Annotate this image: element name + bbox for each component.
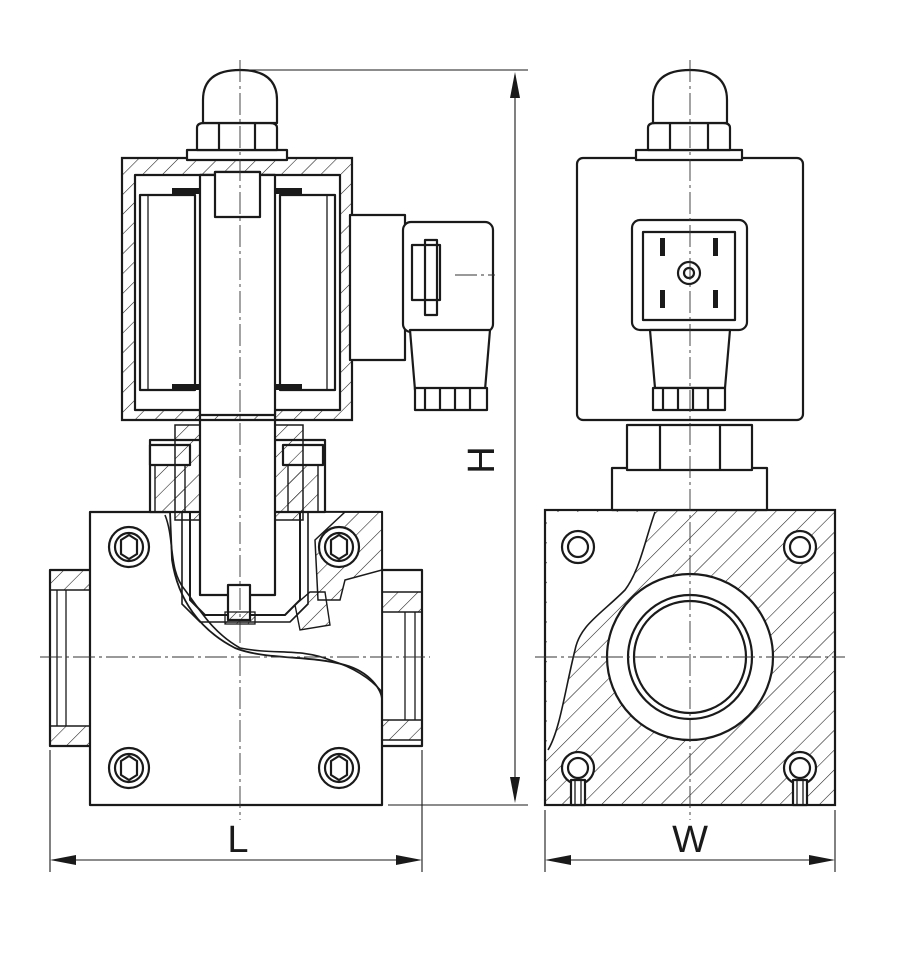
height-label: H [461, 446, 503, 473]
mounting-screw-top-left [107, 525, 151, 569]
dimension-width: W [544, 810, 836, 872]
dimension-length: L [49, 750, 423, 872]
length-label: L [227, 819, 248, 861]
mounting-screw-bottom-left [107, 746, 151, 790]
inlet-port [48, 568, 97, 748]
side-screw-bottom-right [782, 750, 818, 807]
mounting-screw-top-right [317, 525, 361, 569]
side-top-nut [634, 121, 744, 162]
side-view [535, 60, 845, 820]
side-screw-top-left [560, 529, 596, 565]
side-screw-bottom-left [560, 750, 596, 807]
front-view [40, 60, 495, 820]
top-nut [185, 121, 289, 162]
connector-plug [348, 213, 495, 412]
side-screw-top-right [782, 529, 818, 565]
coil-housing [120, 156, 354, 422]
width-label: W [672, 819, 708, 861]
side-bonnet [610, 423, 769, 512]
mounting-screw-bottom-right [317, 746, 361, 790]
dimension-height: H [250, 69, 528, 806]
